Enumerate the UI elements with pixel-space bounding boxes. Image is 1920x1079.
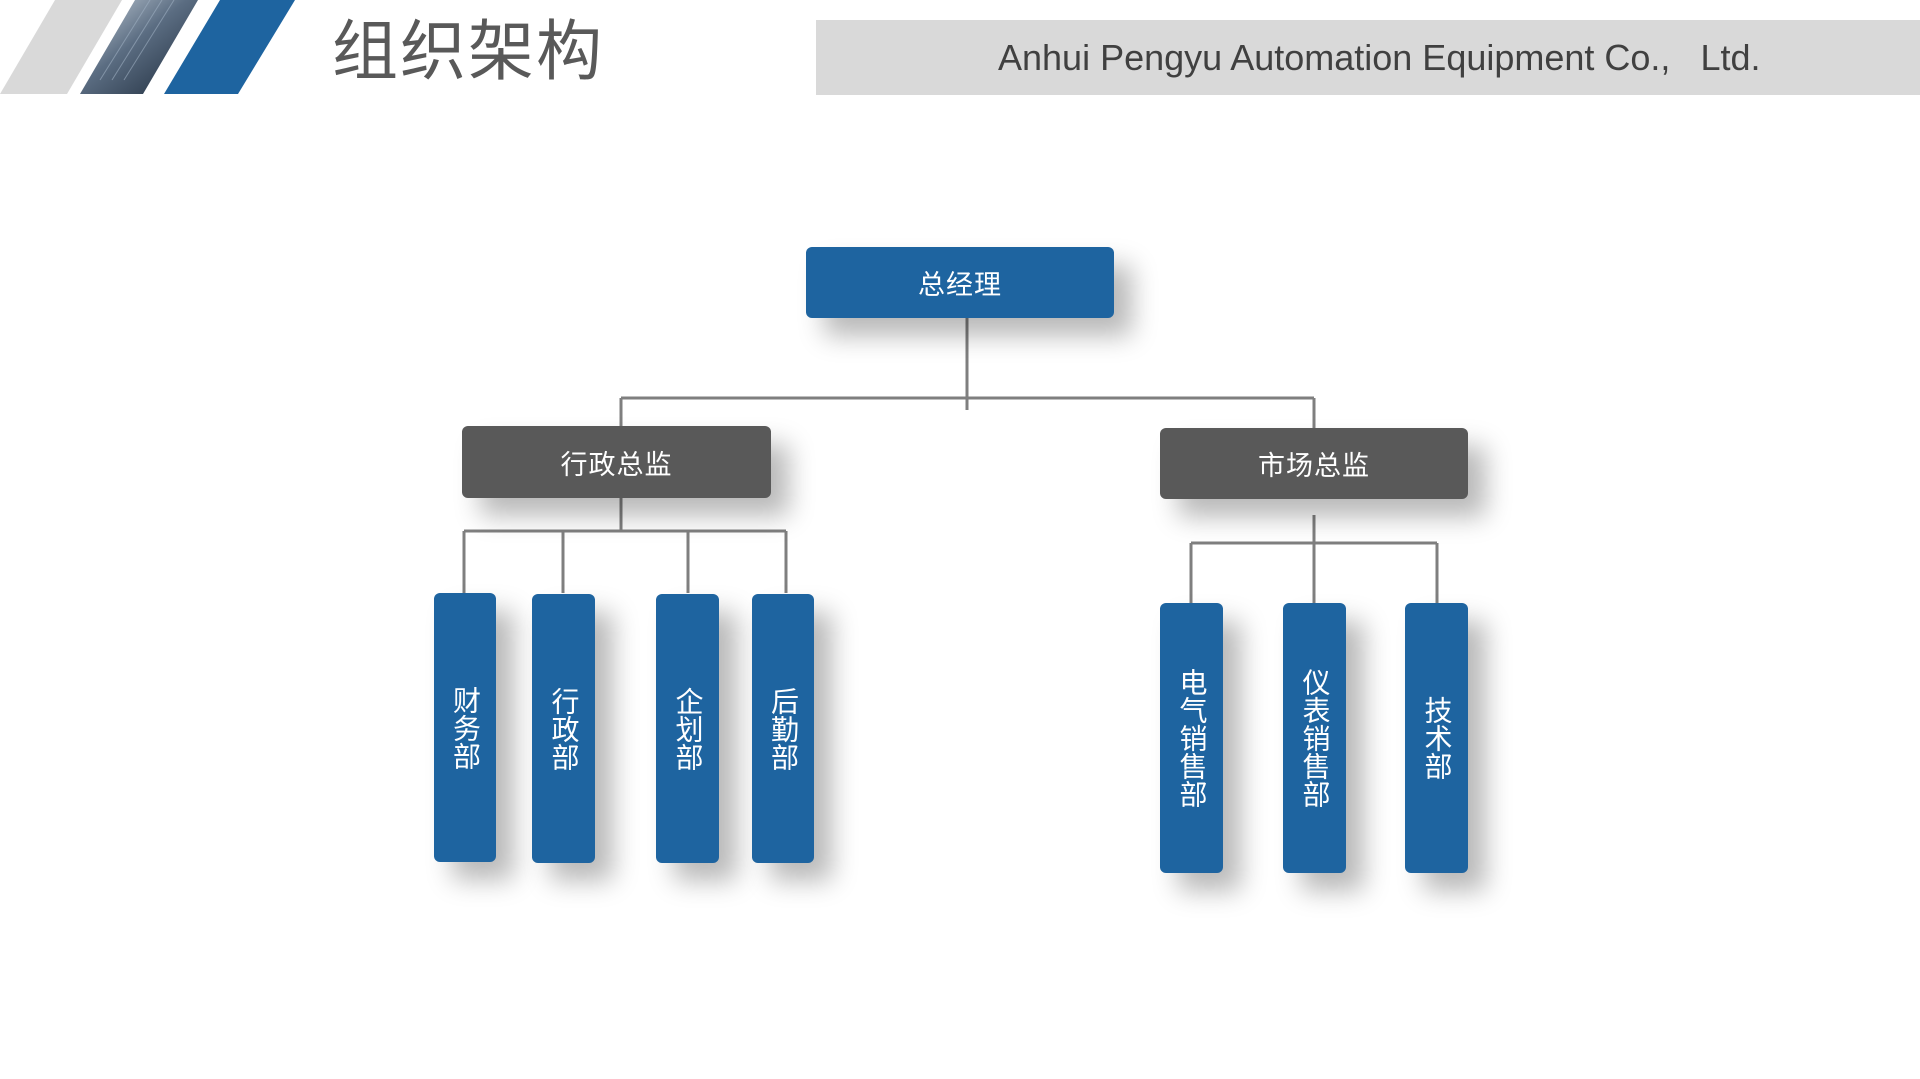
org-dept-label: 财务部 (449, 685, 482, 770)
org-node-marketing-director: 市场总监 (1160, 428, 1468, 499)
building-image-stripe (80, 0, 198, 94)
org-node-label: 总经理 (918, 270, 1002, 301)
page-title: 组织架构 (332, 13, 604, 90)
gray-stripe (0, 0, 122, 94)
org-dept-instrument-sales: 仪表销售部 (1283, 603, 1346, 873)
building-windows (99, 0, 175, 81)
org-dept-electrical-sales: 电气销售部 (1160, 603, 1223, 873)
org-dept-label: 技术部 (1420, 696, 1454, 780)
header-decoration (0, 0, 295, 94)
org-dept-label: 行政部 (547, 686, 581, 771)
company-name: Anhui Pengyu Automation Equipment Co., L… (998, 37, 1761, 78)
blue-stripe (164, 0, 295, 94)
org-node-admin-director: 行政总监 (462, 426, 771, 498)
org-dept-technology: 技术部 (1405, 603, 1468, 873)
org-dept-label: 后勤部 (767, 686, 800, 771)
company-banner: Anhui Pengyu Automation Equipment Co., L… (816, 20, 1920, 95)
org-dept-planning: 企划部 (656, 594, 719, 863)
org-node-label: 行政总监 (560, 449, 673, 481)
org-dept-logistics: 后勤部 (752, 594, 814, 863)
org-node-label: 市场总监 (1258, 451, 1370, 482)
org-dept-label: 仪表销售部 (1298, 668, 1332, 808)
org-dept-label: 电气销售部 (1175, 668, 1209, 808)
org-dept-label: 企划部 (671, 686, 705, 771)
org-dept-administration: 行政部 (532, 594, 595, 863)
org-dept-finance: 财务部 (434, 593, 496, 862)
org-node-general-manager: 总经理 (806, 247, 1114, 318)
